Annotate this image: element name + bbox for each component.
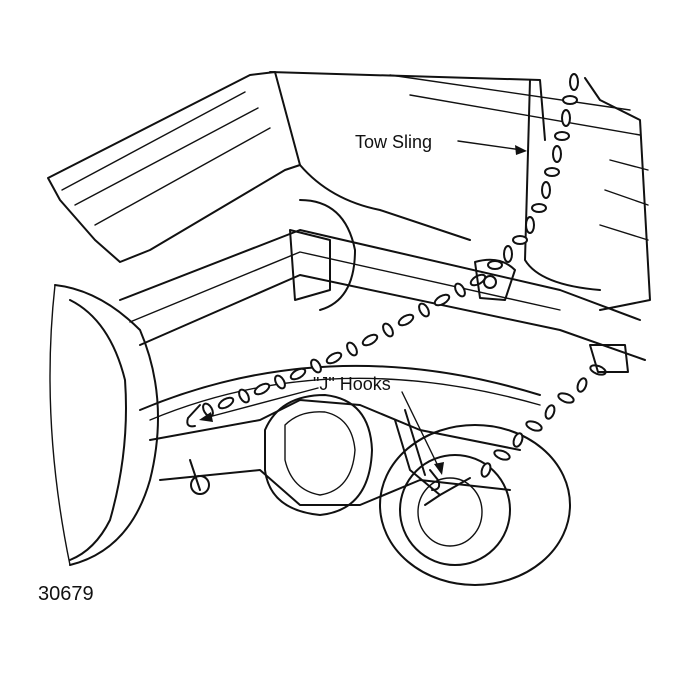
leaf-spring bbox=[139, 364, 541, 421]
j-hooks-label: "J" Hooks bbox=[313, 374, 391, 394]
tow-sling-chain bbox=[487, 73, 579, 270]
left-tire bbox=[49, 284, 159, 566]
frame-rail bbox=[119, 199, 646, 361]
sling-hitch bbox=[474, 258, 629, 373]
j-hook-right bbox=[429, 469, 441, 491]
right-tire bbox=[379, 424, 571, 586]
differential bbox=[264, 394, 373, 516]
j-hooks-leader-left bbox=[199, 387, 319, 422]
chain-to-right-hook bbox=[424, 364, 607, 506]
body-panel bbox=[47, 71, 651, 311]
figure-number: 30679 bbox=[38, 583, 94, 605]
j-hook-left bbox=[186, 404, 201, 428]
chain-to-left-hook bbox=[202, 273, 487, 418]
tow-sling-leader bbox=[457, 140, 527, 155]
j-hooks-leader-right bbox=[401, 391, 444, 475]
tow-sling-label: Tow Sling bbox=[355, 132, 432, 152]
